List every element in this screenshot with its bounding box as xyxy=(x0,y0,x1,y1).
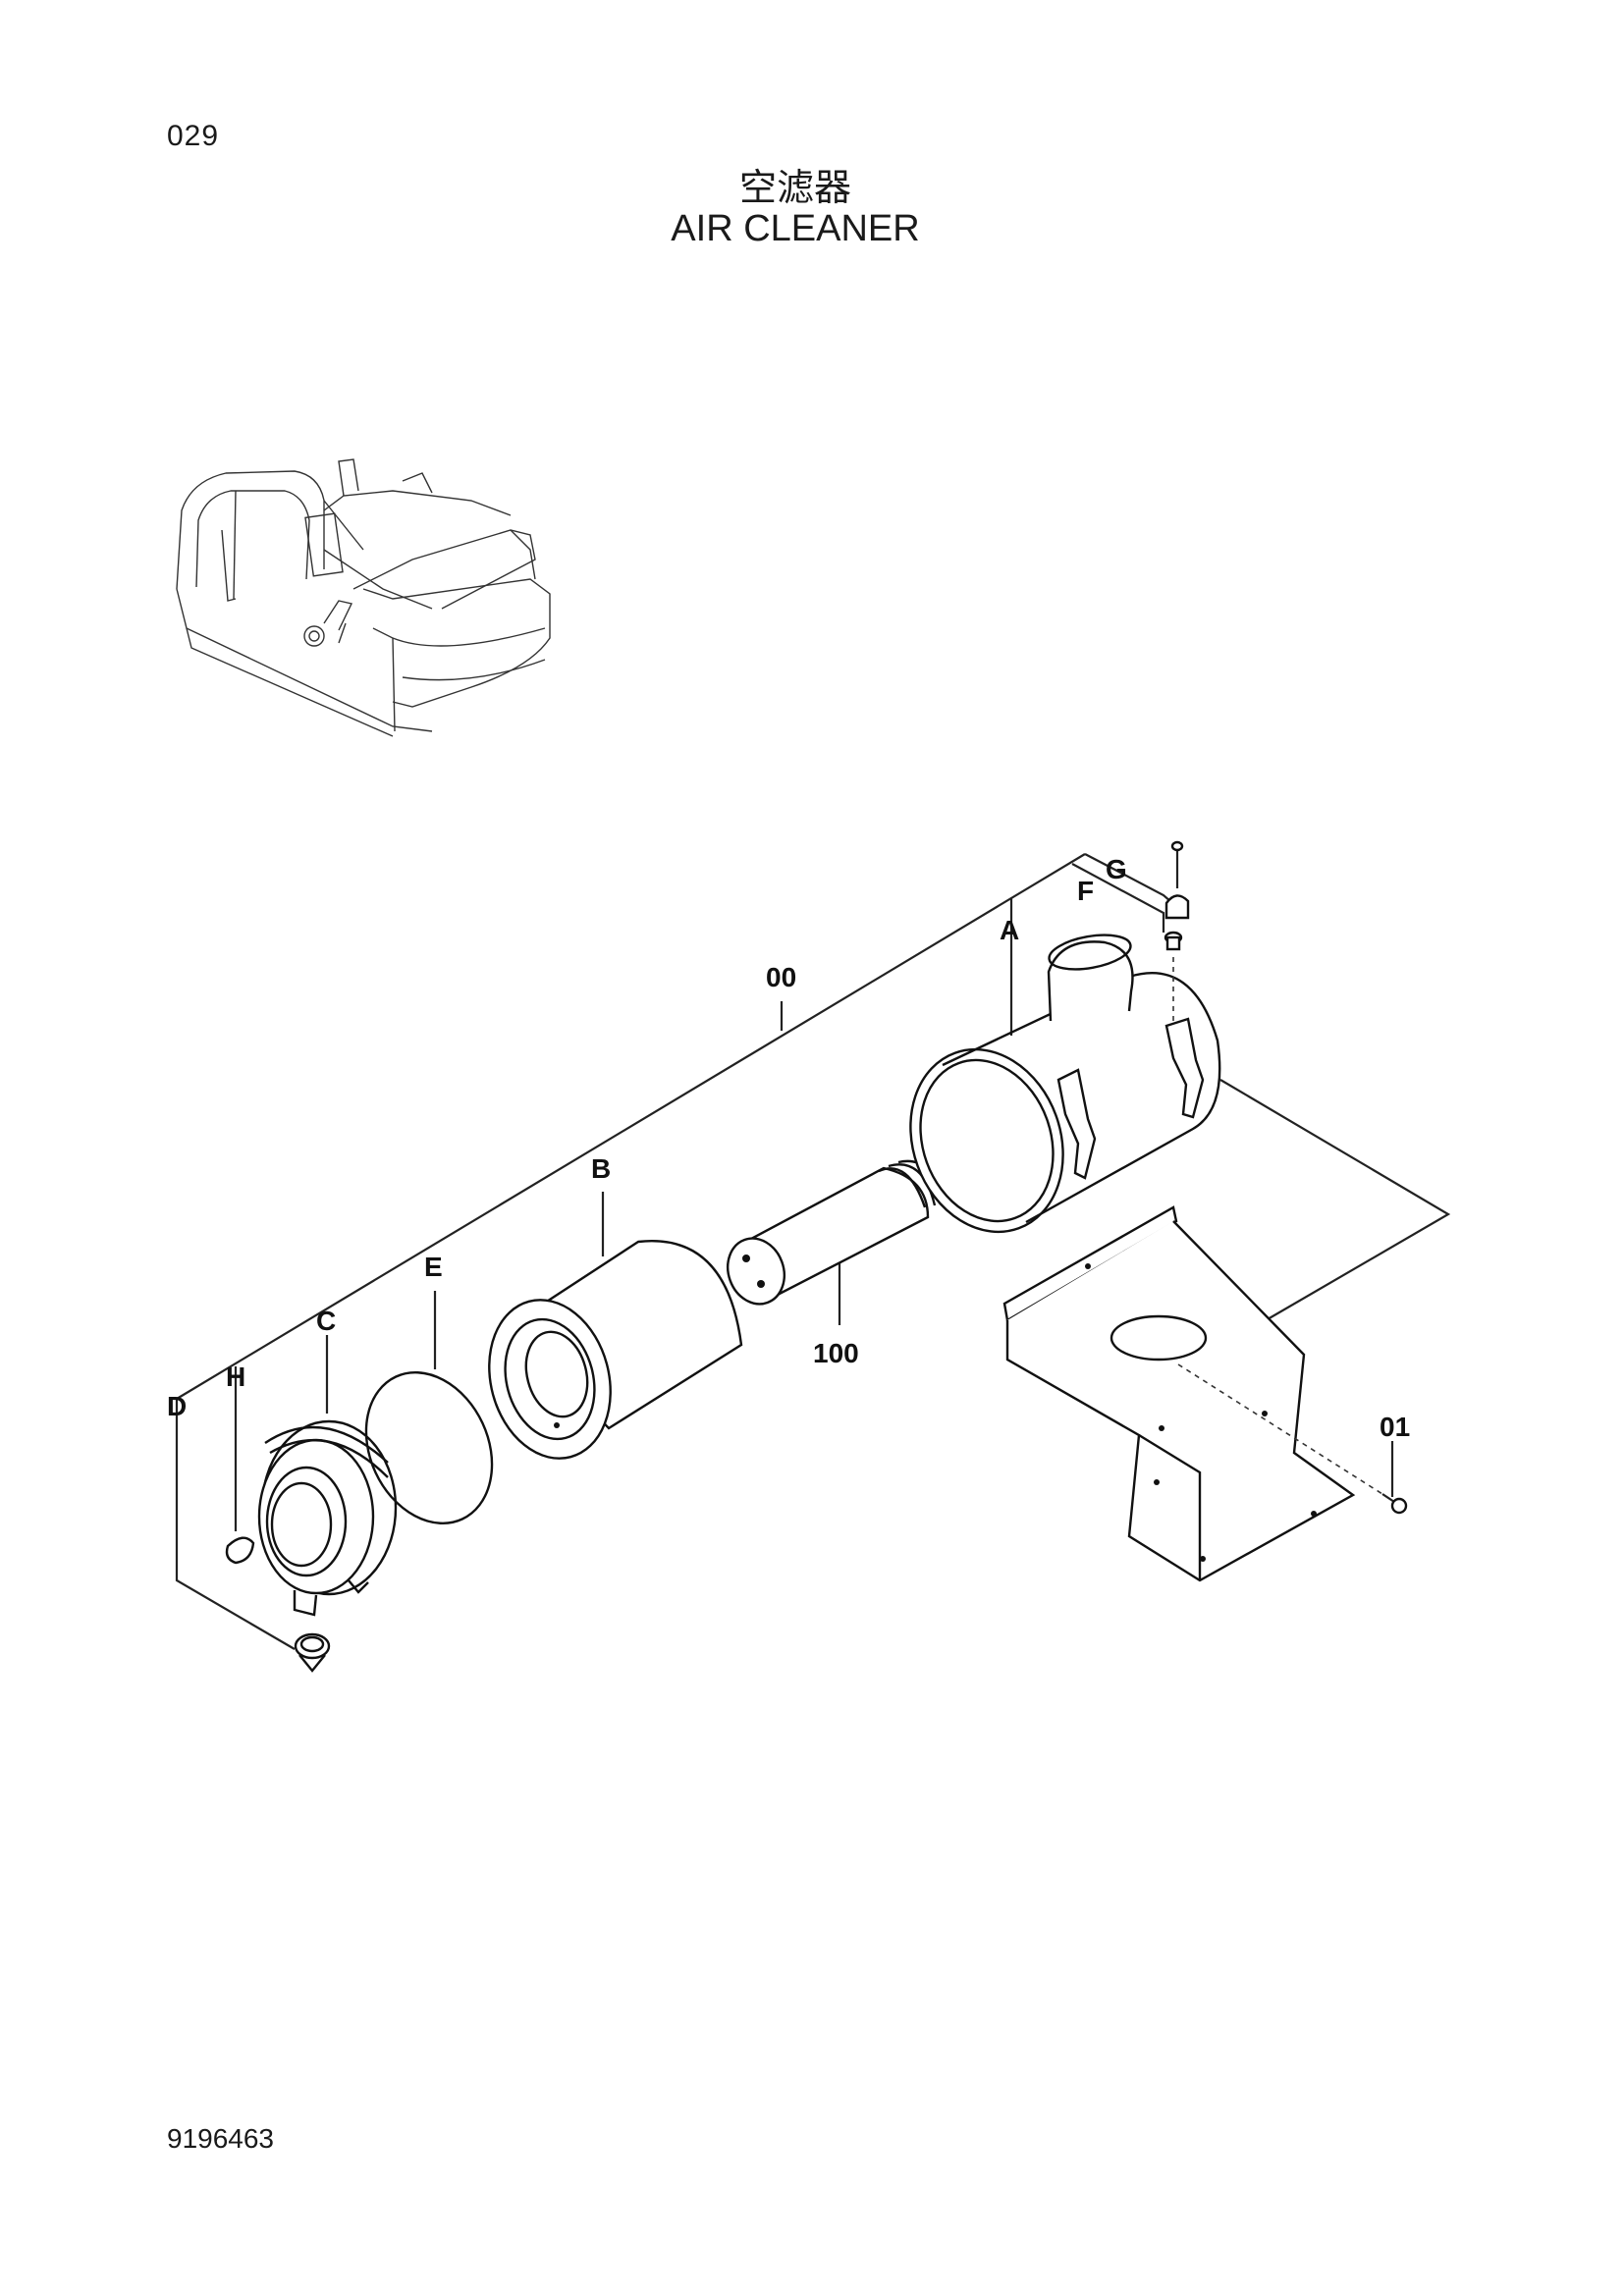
title-chinese: 空滤器 xyxy=(738,166,851,209)
clip-part xyxy=(225,1536,255,1565)
callout-b: B xyxy=(591,1153,611,1184)
mounting-bracket-part xyxy=(1002,1205,1383,1582)
callout-100: 100 xyxy=(813,1338,859,1368)
housing-body-part xyxy=(909,934,1221,1234)
callout-00: 00 xyxy=(766,962,796,992)
document-number: 9196463 xyxy=(167,2123,275,2154)
callout-c: C xyxy=(316,1306,336,1336)
seal-ring-part xyxy=(364,1370,494,1525)
callout-labels: 00 A F G B E C H D 100 01 xyxy=(167,854,1410,1442)
bolt-part xyxy=(1381,1493,1408,1515)
callout-a: A xyxy=(1000,915,1019,945)
plug-part xyxy=(1164,931,1183,951)
callout-d: D xyxy=(167,1391,187,1421)
callout-e: E xyxy=(424,1252,443,1282)
callout-01: 01 xyxy=(1380,1412,1410,1442)
restriction-indicator-part xyxy=(1164,840,1190,920)
outer-element-part xyxy=(488,1240,743,1460)
callout-h: H xyxy=(226,1362,245,1392)
excavator-location-thumbnail xyxy=(176,458,551,737)
vacuator-valve-part xyxy=(294,1632,331,1673)
callout-f: F xyxy=(1077,876,1094,906)
title-english: AIR CLEANER xyxy=(671,208,920,249)
page-number: 029 xyxy=(167,120,220,152)
cover-assembly-part xyxy=(257,1419,398,1617)
inner-element-part xyxy=(727,1159,945,1306)
callout-g: G xyxy=(1106,854,1127,884)
